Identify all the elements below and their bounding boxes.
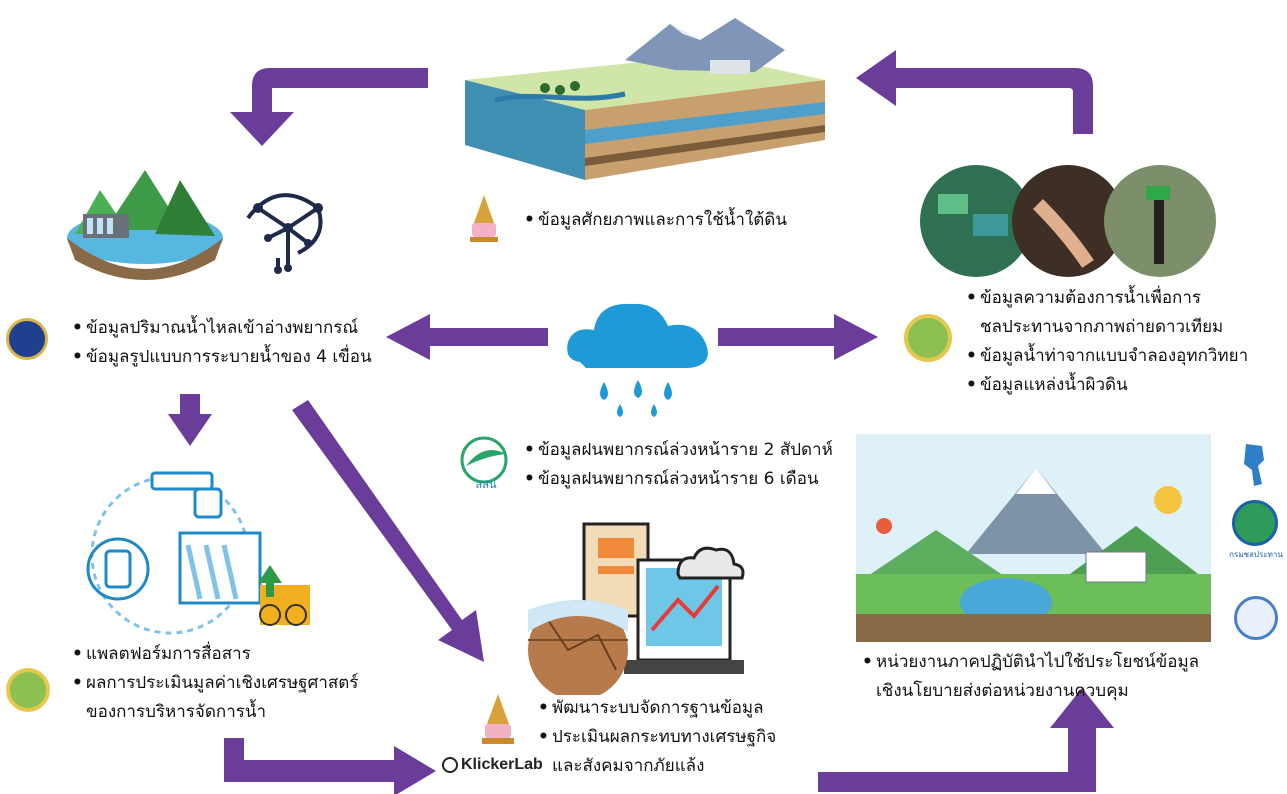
platform-item: แพลตฟอร์มการสื่อสาร: [86, 644, 251, 664]
platform-illustration: [70, 465, 330, 635]
arrow-rain-to-irrigation: [718, 314, 878, 360]
klickerlab-logo: KlickerLab: [442, 756, 552, 780]
database-item: ประเมินผลกระทบทางเศรษฐกิจ: [552, 727, 777, 747]
landscape-illustration: [856, 434, 1211, 642]
dam-illustration: [65, 150, 225, 290]
agency-logo-3: [1234, 596, 1278, 640]
thai-map-logo: [1232, 440, 1276, 490]
irrigation-dept-logo-small: [6, 668, 50, 712]
groundwater-diagram: [455, 10, 830, 185]
rain-cloud-icon: [560, 290, 720, 425]
irrigation-item: ข้อมูลแหล่งน้ำผิวดิน: [980, 375, 1128, 395]
database-item: และสังคมจากภัยแล้ง: [552, 756, 705, 776]
haii-logo: สสน: [456, 436, 516, 492]
arrow-dam-to-database: [292, 400, 484, 662]
dam-item: ข้อมูลรูปแบบการระบายน้ำของ 4 เขื่อน: [86, 347, 372, 367]
arrow-groundwater-to-dam: [230, 68, 428, 146]
irrigation-item: ข้อมูลน้ำท่าจากแบบจำลองอุทกวิทยา: [980, 346, 1249, 366]
klickerlab-mark-icon: [442, 757, 458, 773]
rain-item: ข้อมูลฝนพยากรณ์ล่วงหน้าราย 2 สัปดาห์: [538, 440, 833, 460]
klickerlab-brand: KlickerLab: [461, 756, 543, 773]
platform-item: ของการบริหารจัดการน้ำ: [86, 702, 267, 722]
agencies-text: •หน่วยงานภาคปฏิบัตินำไปใช้ประโยชน์ข้อมูล…: [862, 652, 1200, 701]
arrow-irrigation-to-groundwater: [856, 50, 1093, 134]
dam-item: ข้อมูลปริมาณน้ำไหลเข้าอ่างพยากรณ์: [86, 318, 359, 338]
platform-item: ผลการประเมินมูลค่าเชิงเศรษฐศาสตร์: [86, 673, 359, 693]
university-logo-2: [476, 692, 520, 748]
rain-text: •ข้อมูลฝนพยากรณ์ล่วงหน้าราย 2 สัปดาห์ •ข…: [524, 440, 833, 489]
arrow-rain-to-dam: [386, 314, 548, 360]
arrow-platform-to-database: [224, 738, 436, 794]
rid-logo: [1232, 500, 1278, 546]
platform-text: •แพลตฟอร์มการสื่อสาร •ผลการประเมินมูลค่า…: [72, 644, 359, 722]
university-logo: [464, 193, 504, 245]
rid-logo-caption: กรมชลประทาน: [1229, 550, 1283, 559]
dam-text: •ข้อมูลปริมาณน้ำไหลเข้าอ่างพยากรณ์ •ข้อม…: [72, 318, 372, 367]
neural-network-icon: [238, 178, 338, 278]
database-item: พัฒนาระบบจัดการฐานข้อมูล: [552, 698, 764, 718]
arrow-database-to-agencies: [818, 688, 1114, 792]
irrigation-item: ชลประทานจากภาพถ่ายดาวเทียม: [980, 317, 1224, 337]
agencies-item: หน่วยงานภาคปฏิบัตินำไปใช้ประโยชน์ข้อมูล: [876, 652, 1200, 672]
database-text: •พัฒนาระบบจัดการฐานข้อมูล •ประเมินผลกระท…: [538, 698, 777, 776]
irrigation-item: ข้อมูลความต้องการน้ำเพื่อการ: [980, 288, 1202, 308]
database-illustration: [528, 520, 758, 695]
kasetsart-logo: [6, 318, 48, 360]
agencies-item: เชิงนโยบายส่งต่อหน่วยงานควบคุม: [876, 681, 1129, 701]
irrigation-images: [918, 164, 1218, 279]
groundwater-text: •ข้อมูลศักยภาพและการใช้น้ำใต้ดิน: [524, 210, 787, 230]
arrow-dam-to-platform: [168, 394, 212, 446]
groundwater-item: ข้อมูลศักยภาพและการใช้น้ำใต้ดิน: [538, 210, 787, 230]
rain-item: ข้อมูลฝนพยากรณ์ล่วงหน้าราย 6 เดือน: [538, 469, 819, 489]
irrigation-text: •ข้อมูลความต้องการน้ำเพื่อการ ชลประทานจา…: [966, 288, 1249, 395]
haii-logo-text: สสน: [476, 478, 497, 491]
irrigation-dept-logo: [904, 314, 952, 362]
